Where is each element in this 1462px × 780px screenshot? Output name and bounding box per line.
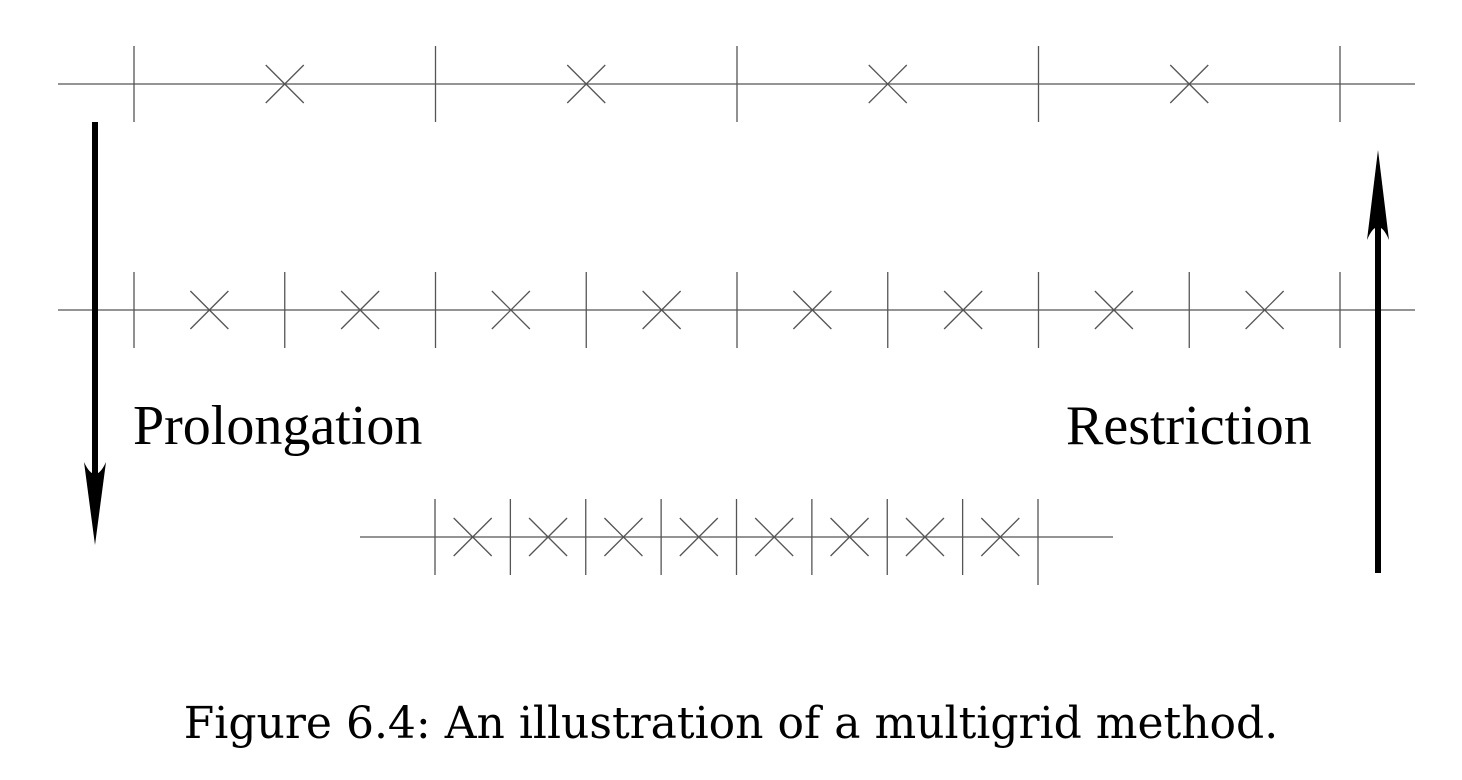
cell-center-cross [868,64,908,104]
prolongation-arrow [84,122,106,545]
cell-center-cross [1245,290,1285,330]
cell-center-cross [1094,290,1134,330]
cell-center-cross [1169,64,1209,104]
cell-center-cross [265,64,305,104]
cell-center-cross [830,517,870,557]
restriction-arrow [1367,150,1389,573]
figure-caption: Figure 6.4: An illustration of a multigr… [183,698,1279,749]
fine-grid [58,46,1415,122]
cell-center-cross [754,517,794,557]
transfer-arrows [84,122,1389,573]
coarse-grid [360,499,1113,585]
restriction-label: Restriction [1066,395,1312,457]
cell-center-cross [603,517,643,557]
cell-center-cross [980,517,1020,557]
cell-center-cross [528,517,568,557]
cell-center-cross [679,517,719,557]
cell-center-cross [491,290,531,330]
cell-center-cross [340,290,380,330]
medium-grid [58,272,1415,348]
cell-center-cross [943,290,983,330]
cell-center-cross [642,290,682,330]
grid-levels [58,46,1415,585]
cell-center-cross [453,517,493,557]
prolongation-label: Prolongation [133,395,423,457]
cell-center-cross [189,290,229,330]
cell-center-cross [566,64,606,104]
cell-center-cross [905,517,945,557]
cell-center-cross [792,290,832,330]
